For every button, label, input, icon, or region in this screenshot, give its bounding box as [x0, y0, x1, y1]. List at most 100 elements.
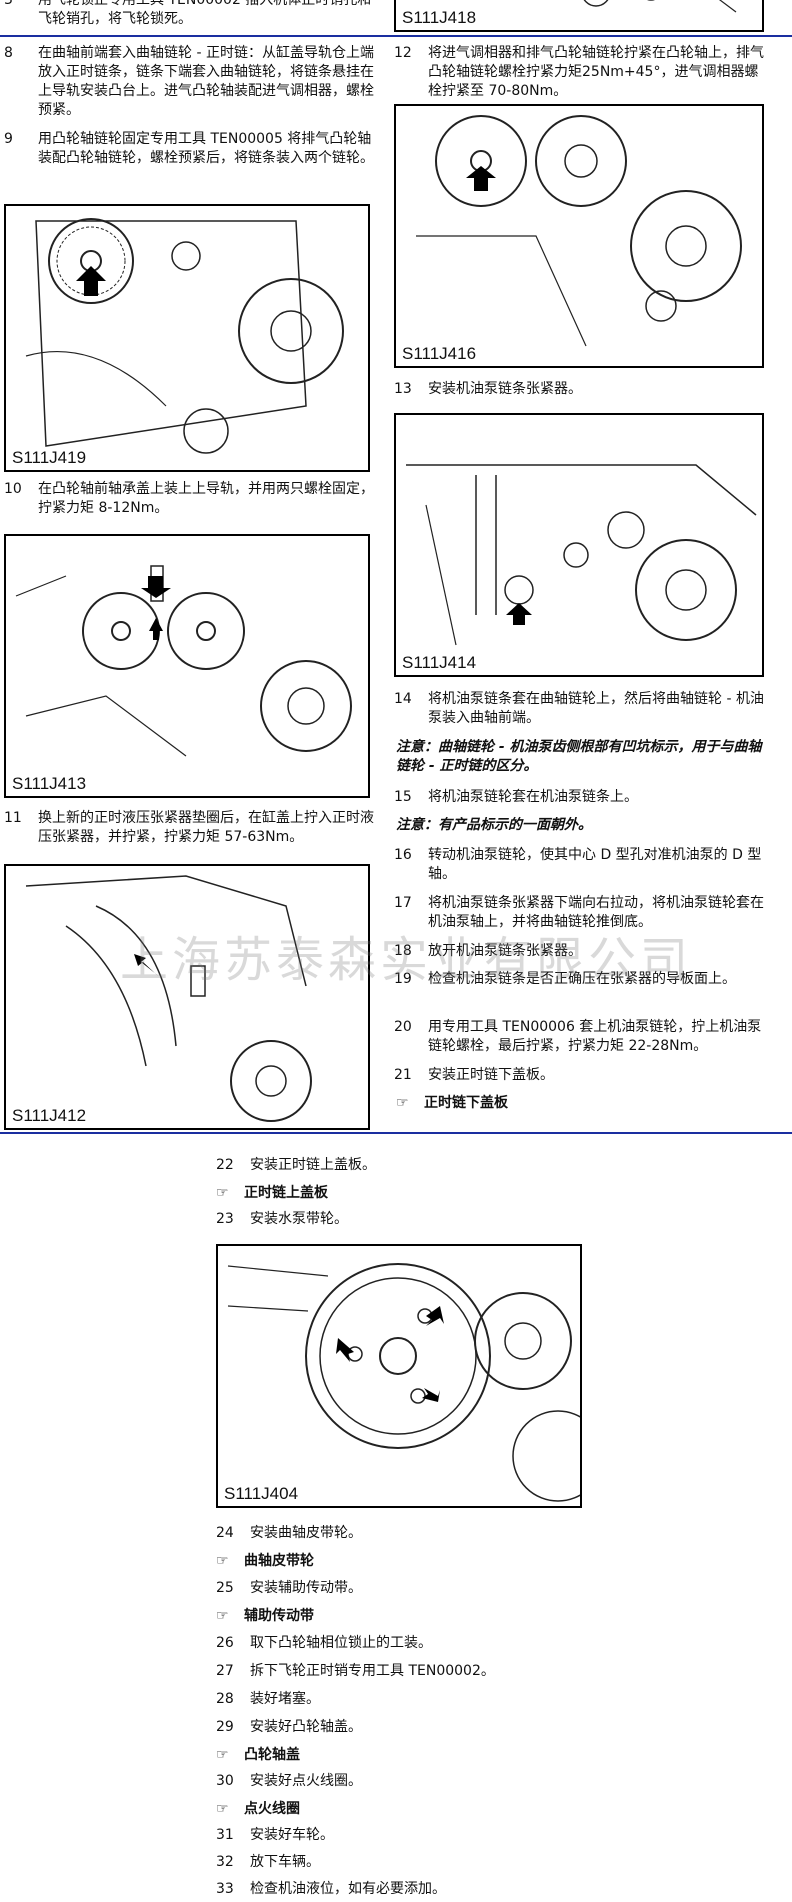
step-text: 安装好凸轮轴盖。: [250, 1719, 362, 1735]
step-text: 安装好点火线圈。: [250, 1773, 362, 1789]
step-text: 安装正时链下盖板。: [428, 1067, 554, 1083]
arrow-icon: [466, 166, 496, 191]
step-number: 16: [394, 847, 412, 863]
step-text: 放下车辆。: [250, 1854, 320, 1870]
step-text: 拆下飞轮正时销专用工具 TEN00002。: [250, 1663, 495, 1679]
ref-cam-cover[interactable]: ☞ 凸轮轴盖: [216, 1746, 596, 1765]
pointing-hand-icon: ☞: [216, 1608, 229, 1624]
step-number: 26: [216, 1635, 234, 1651]
step-number: 3: [4, 0, 13, 8]
step-number: 9: [4, 131, 13, 147]
arrow-icon: [76, 266, 106, 296]
ref-crank-pulley[interactable]: ☞ 曲轴皮带轮: [216, 1552, 596, 1571]
arrow-icon: [149, 618, 163, 640]
step-number: 8: [4, 45, 13, 61]
section-divider: [0, 35, 792, 37]
figure-s111j404: S111J404: [216, 1244, 582, 1508]
step-text: 在凸轮轴前轴承盖上装上上导轨，并用两只螺栓固定，拧紧力矩 8-12Nm。: [38, 481, 374, 516]
figure-s111j418: S111J418: [394, 0, 764, 32]
step-number: 21: [394, 1067, 412, 1083]
arrow-icon: [506, 603, 532, 625]
step-text: 将机油泵链条套在曲轴链轮上，然后将曲轴链轮 - 机油泵装入曲轴前端。: [428, 691, 764, 726]
step-text: 将机油泵链条张紧器下端向右拉动，将机油泵链轮套在机油泵轴上，并将曲轴链轮推倒底。: [428, 895, 764, 930]
step-text: 放开机油泵链条张紧器。: [428, 943, 582, 959]
figure-s111j412: S111J412: [4, 864, 370, 1130]
step-text: 检查机油泵链条是否正确压在张紧器的导板面上。: [428, 971, 736, 987]
figure-s111j416: S111J416: [394, 104, 764, 368]
step-text: 安装辅助传动带。: [250, 1580, 362, 1596]
step-text: 在曲轴前端套入曲轴链轮 - 正时链：从缸盖导轨仓上端放入正时链条，链条下端套入曲…: [38, 45, 374, 118]
ref-label: 曲轴皮带轮: [244, 1553, 314, 1569]
step-number: 14: [394, 691, 412, 707]
ref-lower-timing-cover[interactable]: ☞ 正时链下盖板: [396, 1094, 764, 1113]
section-divider: [0, 1132, 792, 1134]
step-text: 安装水泵带轮。: [250, 1211, 348, 1227]
note-crank-sprocket: 注意：曲轴链轮 - 机油泵齿侧根部有凹坑标示，用于与曲轴链轮 - 正时链的区分。: [396, 739, 762, 774]
arrow-icon: [422, 1388, 440, 1402]
ref-upper-timing-cover[interactable]: ☞ 正时链上盖板: [216, 1184, 596, 1203]
step-text: 安装好车轮。: [250, 1827, 334, 1843]
engine-drawing: [15, 565, 352, 757]
pointing-hand-icon: ☞: [216, 1747, 229, 1763]
step-text: 检查机油液位，如有必要添加。: [250, 1881, 446, 1897]
step-number: 18: [394, 943, 412, 959]
arrow-icon: [426, 1306, 444, 1326]
figure-caption: S111J413: [10, 774, 89, 794]
figure-caption: S111J419: [10, 448, 89, 468]
step-number: 27: [216, 1663, 234, 1679]
engine-drawing: [583, 0, 737, 13]
figure-caption: S111J412: [10, 1106, 89, 1126]
step-text: 将进气调相器和排气凸轮轴链轮拧紧在凸轮轴上，排气凸轮轴链轮螺栓拧紧力矩25Nm+…: [428, 45, 764, 99]
figure-caption: S111J404: [222, 1484, 301, 1504]
ref-ignition-coil[interactable]: ☞点火线圈: [216, 1800, 596, 1819]
step-number: 30: [216, 1773, 234, 1789]
step-number: 24: [216, 1525, 234, 1541]
ref-label: 正时链上盖板: [244, 1185, 328, 1201]
pointing-hand-icon: ☞: [216, 1553, 229, 1569]
step-number: 19: [394, 971, 412, 987]
step-number: 25: [216, 1580, 234, 1596]
step-text: 换上新的正时液压张紧器垫圈后，在缸盖上拧入正时液压张紧器，并拧紧，拧紧力矩 57…: [38, 810, 374, 845]
engine-drawing: [416, 115, 742, 347]
figure-s111j419: S111J419: [4, 204, 370, 472]
ref-label: 凸轮轴盖: [244, 1747, 300, 1763]
ref-label: 辅助传动带: [244, 1608, 314, 1624]
step-text: 取下凸轮轴相位锁止的工装。: [250, 1635, 432, 1651]
step-number: 29: [216, 1719, 234, 1735]
ref-accessory-belt[interactable]: ☞ 辅助传动带: [216, 1607, 596, 1626]
arrow-icon: [141, 576, 171, 598]
figure-caption: S111J418: [400, 8, 479, 28]
step-number: 23: [216, 1211, 234, 1227]
step-text: 将机油泵链轮套在机油泵链条上。: [428, 789, 638, 805]
figure-s111j414: S111J414: [394, 413, 764, 677]
step-number: 10: [4, 481, 22, 497]
note-label-out: 注意：有产品标示的一面朝外。: [396, 817, 592, 833]
step-text: 用专用工具 TEN00006 套上机油泵链轮，拧上机油泵链轮螺栓，最后拧紧，拧紧…: [428, 1019, 762, 1054]
pointing-hand-icon: ☞: [396, 1095, 409, 1111]
step-number: 28: [216, 1691, 234, 1707]
figure-s111j413: S111J413: [4, 534, 370, 798]
watermark: 上海苏泰森实业有限公司: [120, 932, 693, 988]
figure-caption: S111J414: [400, 653, 479, 673]
step-text: 安装曲轴皮带轮。: [250, 1525, 362, 1541]
step-text: 用飞轮锁止专用工具 TEN00002 插入机体正时销孔和飞轮销孔，将飞轮锁死。: [38, 0, 372, 27]
water-pump-pulley-drawing: [227, 1263, 580, 1502]
step-text: 安装机油泵链条张紧器。: [428, 381, 582, 397]
ref-label: 正时链下盖板: [424, 1095, 508, 1111]
pointing-hand-icon: ☞: [216, 1185, 229, 1201]
engine-drawing: [406, 464, 757, 646]
arrow-icon: [134, 954, 158, 976]
step-text: 装好堵塞。: [250, 1691, 320, 1707]
step-number: 32: [216, 1854, 234, 1870]
step-text: 安装正时链上盖板。: [250, 1157, 376, 1173]
step-number: 11: [4, 810, 22, 826]
step-text: 转动机油泵链轮，使其中心 D 型孔对准机油泵的 D 型轴。: [428, 847, 762, 882]
engine-drawing: [25, 875, 312, 1122]
engine-drawing: [25, 218, 344, 454]
step-text: 用凸轮轴链轮固定专用工具 TEN00005 将排气凸轮轴装配凸轮轴链轮，螺栓预紧…: [38, 131, 374, 166]
step-number: 13: [394, 381, 412, 397]
ref-label: 点火线圈: [244, 1801, 300, 1817]
step-number: 12: [394, 45, 412, 61]
step-number: 31: [216, 1827, 234, 1843]
figure-caption: S111J416: [400, 344, 479, 364]
